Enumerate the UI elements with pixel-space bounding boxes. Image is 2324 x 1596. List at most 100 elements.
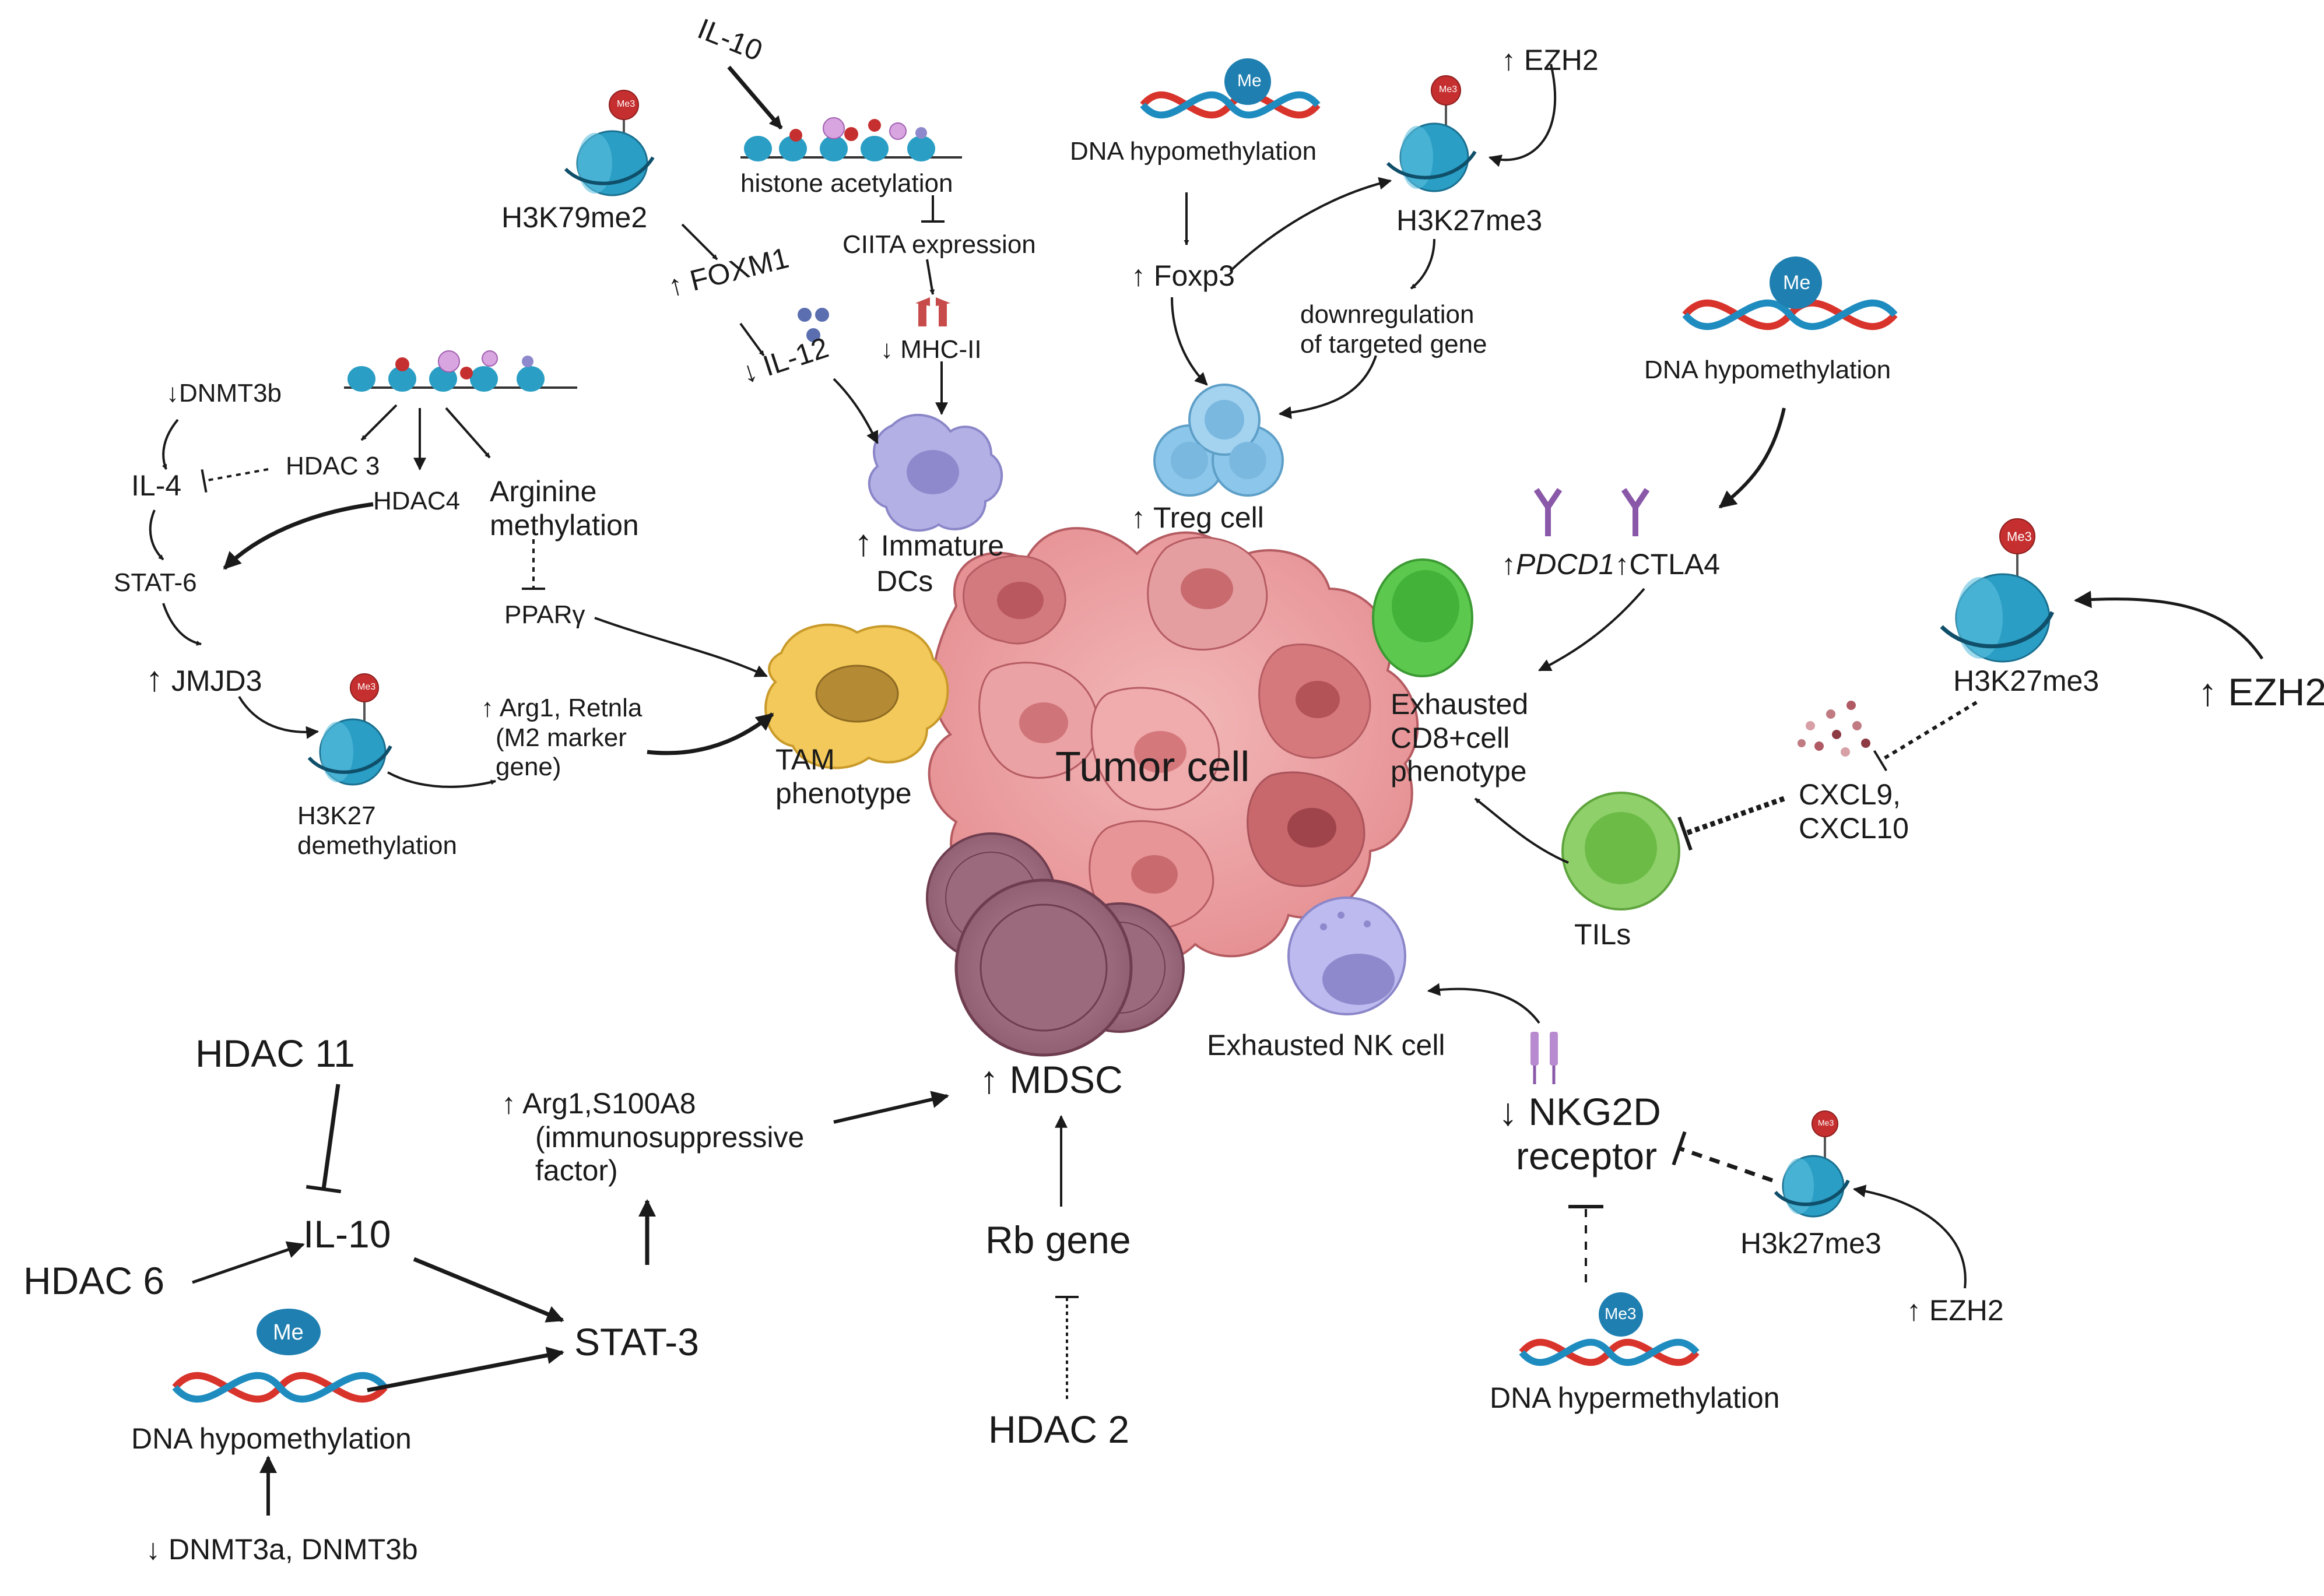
jmjd3-text: JMJD3: [171, 665, 262, 697]
dnmt3b-label: ↓DNMT3b: [166, 379, 282, 409]
up-arrow-icon: ↑: [854, 522, 873, 564]
ctla4-receptor-icon: [1621, 488, 1650, 536]
tumor-cell-cluster-icon: [928, 527, 1419, 965]
mhc-ii-receptor-icon: [915, 297, 950, 326]
up-arrow-icon: ↑: [2198, 670, 2217, 713]
dcs-text: DCs: [876, 564, 933, 597]
hdac6-label: HDAC 6: [23, 1259, 165, 1302]
inhibit-hdac3-to-il4: [201, 468, 269, 493]
jmjd3-label: ↑ JMJD3: [146, 659, 262, 699]
tils-label: TILs: [1574, 918, 1631, 951]
arrow-hdac6-to-il10: [192, 1241, 305, 1284]
me-mark-text: Me: [1783, 272, 1811, 294]
il4-label: IL-4: [131, 469, 182, 502]
dna-helix-bottom-icon: [172, 1309, 388, 1403]
ezh2-top-text: EZH2: [1523, 44, 1599, 76]
arrow-il4-to-stat6: [149, 509, 164, 561]
arrow-arg1-to-tam: [647, 712, 774, 755]
til-cell-icon: [1561, 792, 1680, 911]
hdac11-label: HDAC 11: [195, 1032, 355, 1075]
nucleosome-h3k27me3-lower-icon: [1774, 1110, 1850, 1218]
immunosuppressive-text: (immunosuppressive: [535, 1120, 805, 1154]
up-arrow-icon: ↑: [1131, 501, 1146, 534]
arrow-ezh2-lower-to-h3k27: [1852, 1184, 1967, 1289]
arrow-nkg2d-to-nk: [1427, 983, 1540, 1024]
ezh2-right-label: ↑ EZH2: [2198, 670, 2324, 715]
foxp3-text: Foxp3: [1153, 259, 1235, 292]
arrow-h3k27-to-downreg: [1410, 238, 1435, 290]
me-mark-text: Me: [273, 1320, 304, 1345]
up-arrow-icon: ↑: [1501, 44, 1516, 76]
inhibit-cxcl-to-tils: [1677, 796, 1785, 851]
exhausted-nk-cell-icon: [1287, 897, 1406, 1015]
arrows-group: [149, 64, 2264, 1516]
cxcl10-text: CXCL10: [1799, 811, 1909, 845]
arrow-dna-right-to-ctla4: [1718, 407, 1786, 509]
receptor-text: receptor: [1516, 1134, 1658, 1177]
m2-marker-text: (M2 marker: [496, 723, 627, 752]
ezh2-top-label: ↑ EZH2: [1501, 44, 1599, 78]
inhibit-h3k27-to-cxcl: [1873, 701, 1978, 772]
h3k27me3-right-label: H3K27me3: [1953, 665, 2100, 697]
ctla4-text: CTLA4: [1629, 548, 1721, 581]
up-arrow-icon: ↑: [1501, 548, 1516, 581]
ppar-label: PPARγ: [504, 600, 585, 629]
pdcd1-text: PDCD1: [1516, 548, 1615, 581]
pdcd1-ctla4-label: ↑PDCD1↑CTLA4: [1501, 548, 1720, 582]
nucleosome-h3k27me3-top-icon: [1386, 75, 1477, 192]
mdsc-text: MDSC: [1009, 1058, 1123, 1101]
hdac3-label: HDAC 3: [286, 452, 380, 480]
up-arrow-icon: ↑: [980, 1058, 999, 1101]
dna-hypomethylation-top-label: DNA hypomethylation: [1070, 137, 1317, 166]
h3k27me3-lower-label: H3k27me3: [1740, 1227, 1881, 1260]
arrow-ciita-to-mhcii: [926, 259, 935, 295]
arrow-hdac4-to-stat6: [223, 502, 374, 570]
dna-hypomethylation-bottom-label: DNA hypomethylation: [131, 1422, 412, 1455]
factor-text: factor): [535, 1154, 618, 1187]
cxcl9-text: CXCL9,: [1799, 778, 1901, 811]
ezh2-lower-label: ↑ EZH2: [1907, 1294, 2004, 1328]
arrow-il10-to-acetylation: [727, 65, 783, 130]
tam-text: TAM: [775, 743, 835, 776]
dna-hypomethylation-right-label: DNA hypomethylation: [1644, 356, 1891, 384]
arrow-h3k79-to-foxm1: [681, 223, 718, 261]
arrow-il10-to-stat3: [413, 1257, 564, 1323]
arrow-ppar-to-tam: [594, 617, 768, 677]
arrow-foxp3-to-treg: [1171, 297, 1208, 386]
stat3-label: STAT-3: [574, 1320, 699, 1363]
dna-helix-right-icon: [1682, 256, 1898, 331]
exhausted-text: Exhausted: [1391, 688, 1529, 720]
arrow-foxm1-to-il12: [739, 322, 765, 357]
arginine-text: Arginine: [490, 475, 597, 508]
down-arrow-icon: ↓: [146, 1533, 160, 1566]
chromatin-left-icon: [344, 350, 577, 392]
nkg2d-text: NKG2D: [1528, 1090, 1661, 1133]
h3k27me3-top-label: H3K27me3: [1396, 204, 1543, 237]
arrow-stat6-to-jmjd3: [162, 603, 202, 646]
arg1-s100a8-text: Arg1,S100A8: [522, 1087, 696, 1120]
up-arrow-icon: ↑: [1614, 548, 1630, 581]
dnmt3a-dnmt3b-text: DNMT3a, DNMT3b: [168, 1533, 418, 1566]
mhc-ii-text: MHC-II: [900, 335, 982, 364]
arrow-jmjd3-to-nucleosome: [238, 695, 320, 739]
down-arrow-icon: ↓: [1498, 1090, 1518, 1133]
arrow-chromatin-to-arginine: [445, 407, 491, 459]
histone-acetylation-label: histone acetylation: [740, 169, 953, 198]
methylation-text: methylation: [490, 508, 639, 542]
me3-mark-text: Me3: [617, 99, 636, 109]
up-arrow-icon: ↑: [1131, 259, 1146, 292]
me3-mark-text: Me3: [1439, 85, 1458, 94]
arrow-ezh2-to-h3k27: [1488, 64, 1557, 167]
hdac2-label: HDAC 2: [988, 1408, 1130, 1451]
dnmt3b-text: DNMT3b: [179, 379, 282, 407]
exhausted-nk-label: Exhausted NK cell: [1207, 1029, 1445, 1061]
mdsc-cells-icon: [926, 832, 1185, 1057]
arrow-il12-to-dc: [833, 378, 879, 444]
nucleosome-h3k79me2-icon: [564, 90, 655, 196]
il10-bottom-label: IL-10: [303, 1212, 391, 1256]
